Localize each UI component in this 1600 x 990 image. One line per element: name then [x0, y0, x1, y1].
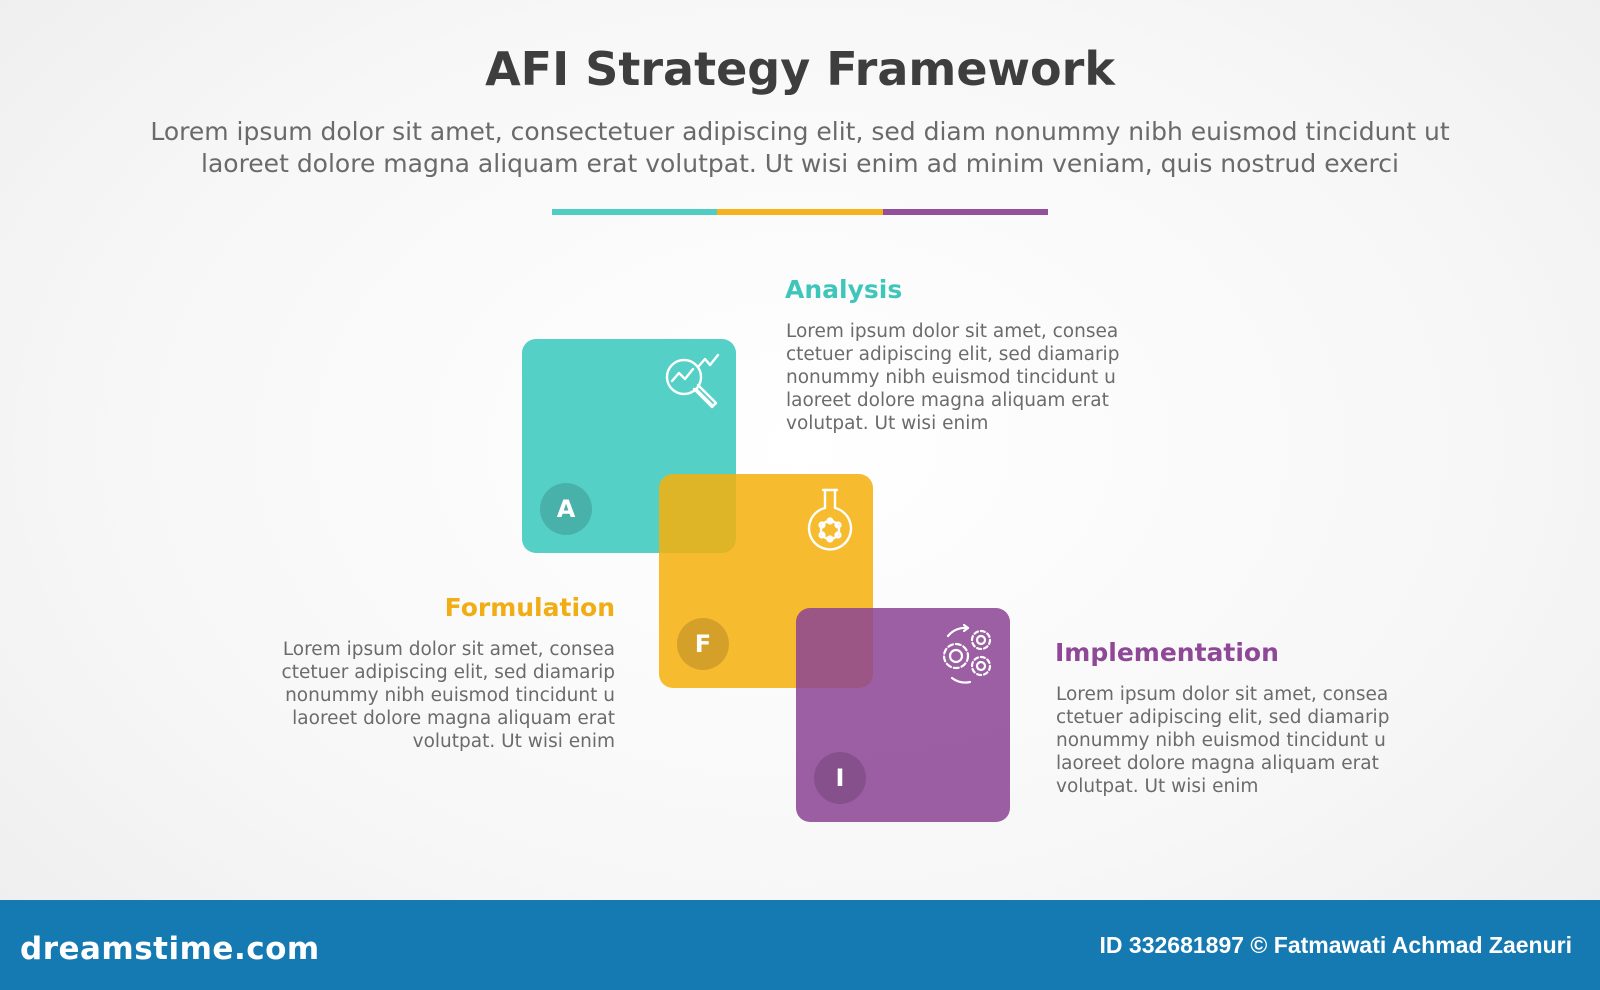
footer-credit: ID 332681897 © Fatmawati Achmad Zaenuri — [1099, 932, 1572, 958]
divider-segment-formulation — [717, 209, 883, 215]
desc-line: laoreet dolore magna aliquam erat — [292, 708, 615, 729]
desc-line: nonummy nibh euismod tincidunt u — [285, 685, 615, 706]
desc-line: Lorem ipsum dolor sit amet, consea — [786, 321, 1119, 342]
formulation-square: F — [659, 474, 873, 688]
desc-line: laoreet dolore magna aliquam erat — [1056, 753, 1379, 774]
desc-line: nonummy nibh euismod tincidunt u — [1056, 730, 1386, 751]
desc-line: ctetuer adipiscing elit, sed diamarip — [281, 662, 615, 683]
gears-icon — [934, 620, 1000, 686]
desc-line: volutpat. Ut wisi enim — [1056, 776, 1259, 797]
desc-line: Lorem ipsum dolor sit amet, consea — [1056, 684, 1389, 705]
subtitle-line: Lorem ipsum dolor sit amet, consectetuer… — [150, 117, 1450, 146]
flask-icon — [797, 486, 863, 552]
footer-logo[interactable]: dreamstime.com — [20, 931, 320, 967]
magnifier-chart-icon — [660, 351, 726, 417]
desc-line: volutpat. Ut wisi enim — [412, 731, 615, 752]
desc-line: nonummy nibh euismod tincidunt u — [786, 367, 1116, 388]
step-letter-badge: A — [540, 483, 592, 535]
divider-segment-implementation — [882, 209, 1048, 215]
divider-segment-analysis — [552, 209, 718, 215]
desc-line: volutpat. Ut wisi enim — [786, 413, 989, 434]
implementation-square: I — [796, 608, 1010, 822]
analysis-square: A — [522, 339, 736, 553]
desc-line: laoreet dolore magna aliquam erat — [786, 390, 1109, 411]
step-letter-badge: I — [814, 752, 866, 804]
step-desc-implementation: Lorem ipsum dolor sit amet, consea ctetu… — [1056, 683, 1401, 798]
page-title: AFI Strategy Framework — [485, 42, 1115, 96]
color-divider — [552, 209, 1048, 215]
subtitle-line: laoreet dolore magna aliquam erat volutp… — [201, 149, 1399, 178]
step-title-formulation: Formulation — [444, 593, 615, 622]
step-desc-analysis: Lorem ipsum dolor sit amet, consea ctetu… — [786, 320, 1131, 435]
desc-line: Lorem ipsum dolor sit amet, consea — [282, 639, 615, 660]
desc-line: ctetuer adipiscing elit, sed diamarip — [786, 344, 1120, 365]
step-title-implementation: Implementation — [1055, 638, 1279, 667]
step-letter-badge: F — [677, 618, 729, 670]
step-title-analysis: Analysis — [785, 275, 903, 304]
desc-line: ctetuer adipiscing elit, sed diamarip — [1056, 707, 1390, 728]
page-subtitle: Lorem ipsum dolor sit amet, consectetuer… — [100, 116, 1500, 180]
footer-bar: dreamstime.com ID 332681897 © Fatmawati … — [0, 900, 1600, 990]
step-desc-formulation: Lorem ipsum dolor sit amet, consea ctetu… — [270, 638, 615, 753]
